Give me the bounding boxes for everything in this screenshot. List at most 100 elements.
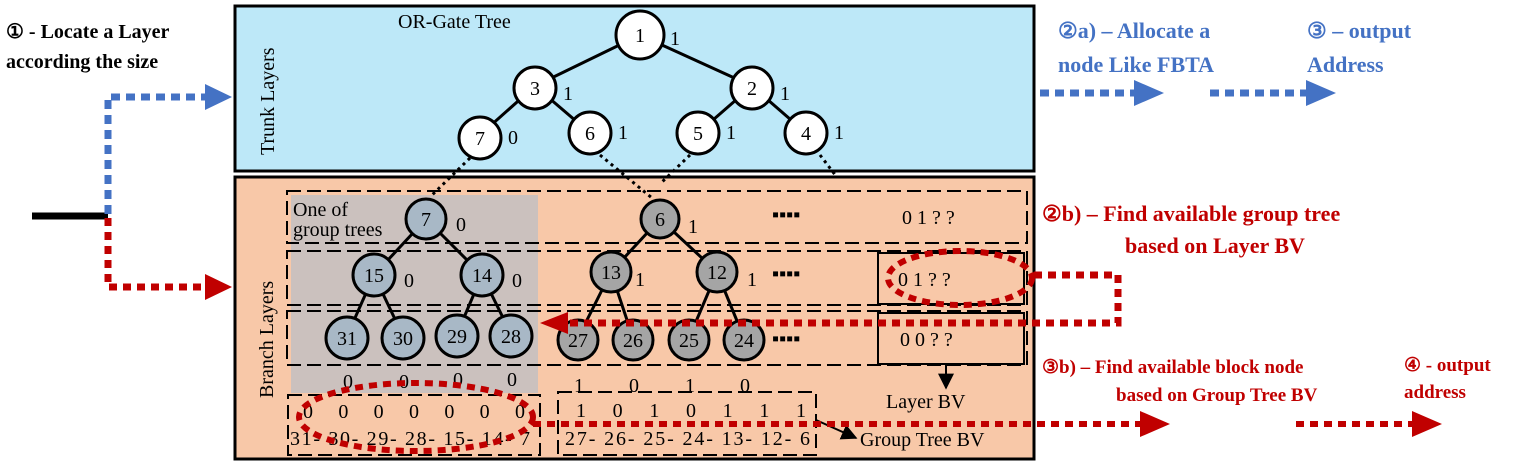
branch-node-bit: 0 xyxy=(507,369,517,391)
trunk-node-3 xyxy=(512,65,558,111)
trunk-node-bit: 1 xyxy=(670,28,680,50)
trunk-node-6 xyxy=(567,110,613,156)
trunk-node-2 xyxy=(729,65,775,111)
trunk-node-label: 1 xyxy=(635,25,645,47)
trunk-node-7 xyxy=(457,115,503,161)
branch-node-label: 15 xyxy=(364,265,384,287)
trunk-node-bit: 1 xyxy=(834,122,844,144)
step3-line1: ③ – output xyxy=(1307,18,1412,43)
group-bv-pointer xyxy=(815,419,858,440)
branch-node-label: 14 xyxy=(472,265,492,287)
red-arrowhead-group xyxy=(540,312,568,334)
trunk-node-bit: 1 xyxy=(618,122,628,144)
branch-node-label: 26 xyxy=(623,330,643,352)
blue-arrowhead-allocate xyxy=(1134,80,1164,106)
branch-node-label: 6 xyxy=(655,209,665,231)
trunk-node-1 xyxy=(614,9,666,61)
red-ellipse-group-bv xyxy=(296,380,536,454)
blue-flow xyxy=(104,80,1336,214)
group-tree-bv-label: Group Tree BV xyxy=(860,429,985,451)
branch-node-bit: 0 xyxy=(512,270,522,292)
branch-node-30 xyxy=(380,315,426,361)
branch-node-bit: 1 xyxy=(688,216,698,238)
branch-node-bit: 1 xyxy=(635,269,645,291)
trunk-node-bit: 1 xyxy=(726,122,736,144)
branch-node-7 xyxy=(404,197,448,241)
red-path-layer-to-group xyxy=(568,271,1122,327)
trunk-node-label: 3 xyxy=(530,78,540,100)
branch-node-15 xyxy=(351,252,397,298)
branch-node-bit: 0 xyxy=(343,371,353,393)
layer-bv-box-3 xyxy=(877,312,1025,365)
trunk-node-5 xyxy=(675,110,721,156)
trunk-node-bit: 0 xyxy=(508,127,518,149)
trunk-node-label: 4 xyxy=(801,123,811,145)
branch-node-13 xyxy=(589,250,633,294)
link xyxy=(599,153,653,200)
trunk-node-bit: 1 xyxy=(563,83,573,105)
layer-bv-row-2: 0 1 ? ? xyxy=(898,269,951,291)
trunk-node-label: 6 xyxy=(585,123,595,145)
group-tree-caption-2: group trees xyxy=(293,219,383,241)
layer-row-3 xyxy=(286,310,1028,366)
branch-node-31 xyxy=(324,315,370,361)
step4-line1: ④ - output xyxy=(1404,355,1491,376)
trunk-node-4 xyxy=(783,110,829,156)
ellipsis-row-1: ▪▪▪▪ xyxy=(772,204,800,226)
branch-node-bit: 1 xyxy=(574,375,584,397)
red-arrowhead-find-block xyxy=(1140,411,1170,437)
layer-bv-label: Layer BV xyxy=(886,391,966,413)
branch-node-bit: 0 xyxy=(453,369,463,391)
branch-node-label: 24 xyxy=(734,330,754,352)
branch-node-28 xyxy=(488,313,534,359)
red-flow xyxy=(104,218,1442,454)
step3b-line1: ③b) – Find available block node xyxy=(1042,357,1303,378)
group-tree-caption-1: One of xyxy=(293,199,348,221)
step2b-line1: ②b) – Find available group tree xyxy=(1042,201,1340,226)
branch-node-29 xyxy=(434,313,480,359)
branch-node-label: 25 xyxy=(679,330,699,352)
trunk-node-label: 7 xyxy=(475,128,485,150)
layer-bv-row-1: 0 1 ? ? xyxy=(902,207,955,229)
group-bv-left-ids: 31- 30- 29- 28- 15- 14- 7 xyxy=(290,428,530,450)
trunk-layers-label: Trunk Layers xyxy=(257,47,279,155)
branch-layers-label: Branch Layers xyxy=(256,281,278,398)
layer-bv-row-3: 0 0 ? ? xyxy=(900,329,953,351)
layer-row-1 xyxy=(286,190,1028,244)
branch-node-label: 7 xyxy=(421,209,431,231)
layer-row-boxes xyxy=(286,190,1028,456)
step1-line2: according the size xyxy=(6,51,158,73)
branch-node-bit: 0 xyxy=(404,270,414,292)
branch-node-bit: 1 xyxy=(685,375,695,397)
step1-line1: ① - Locate a Layer xyxy=(6,21,170,43)
branch-node-14 xyxy=(459,252,505,298)
branch-node-12 xyxy=(695,250,739,294)
branch-node-label: 28 xyxy=(501,326,521,348)
branch-node-bit: 1 xyxy=(747,269,757,291)
red-arrowhead-branch xyxy=(205,274,232,300)
red-ellipse-layer-bv xyxy=(885,248,1035,308)
blue-arrowhead-trunk xyxy=(205,84,232,110)
branch-node-label: 12 xyxy=(707,262,727,284)
trunk-node-label: 2 xyxy=(747,78,757,100)
link xyxy=(428,156,472,199)
red-path-to-branch xyxy=(104,218,205,291)
step2a-line2: node Like FBTA xyxy=(1058,52,1214,77)
branch-node-bit: 0 xyxy=(456,214,466,236)
trunk-node-bit: 1 xyxy=(780,83,790,105)
link xyxy=(818,154,838,177)
branch-node-label: 13 xyxy=(601,262,621,284)
step4-line2: address xyxy=(1404,382,1466,403)
step3b-line2: based on Group Tree BV xyxy=(1116,385,1318,406)
branch-node-label: 29 xyxy=(447,326,467,348)
branch-node-bit: 0 xyxy=(740,375,750,397)
branch-node-bit: 0 xyxy=(629,375,639,397)
branch-node-label: 30 xyxy=(393,328,413,350)
step3-line2: Address xyxy=(1307,52,1384,77)
branch-node-label: 31 xyxy=(337,328,357,350)
blue-path-to-trunk xyxy=(104,93,205,214)
step2b-line2: based on Layer BV xyxy=(1125,233,1305,258)
